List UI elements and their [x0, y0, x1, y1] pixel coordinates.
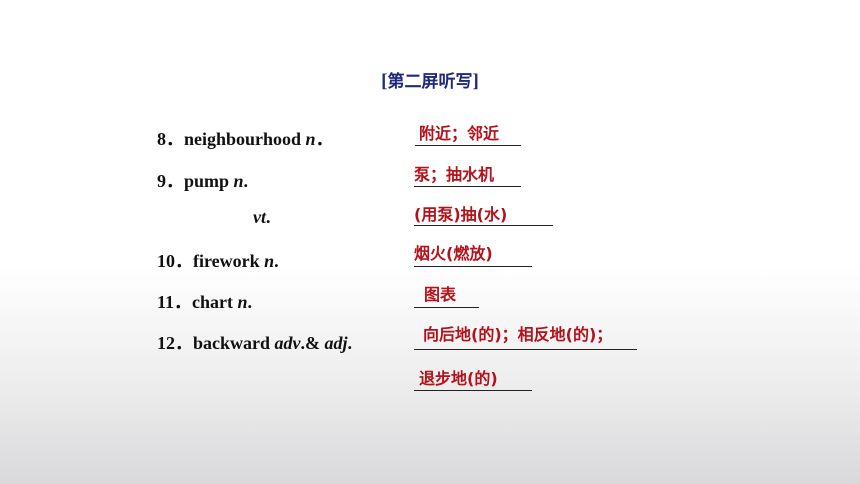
answer-underline [414, 186, 521, 187]
term-tail: . [243, 171, 249, 191]
term-number: 9． [157, 171, 184, 191]
term-pos-2: adj [324, 333, 348, 353]
term-pos: n [305, 129, 316, 149]
term-11: 11．chart n. [157, 288, 252, 314]
term-word: backward [193, 333, 275, 353]
answer-underline [414, 307, 479, 308]
answer-underline [414, 266, 532, 267]
answer-12-line2: 退步地(的) [419, 369, 498, 388]
term-tail: . [247, 292, 253, 312]
term-pos: n [237, 292, 248, 312]
heading-text: 第二屏听写 [387, 72, 473, 92]
answer-underline [415, 145, 521, 146]
answer-underline [414, 390, 532, 391]
answer-12-line1: 向后地(的)；相反地(的)； [423, 325, 613, 344]
term-number: 10． [157, 251, 193, 271]
term-10: 10．firework n. [157, 247, 279, 273]
term-word: chart [192, 292, 238, 312]
answer-underline [414, 349, 637, 350]
answer-11: 图表 [424, 285, 457, 304]
term-word: pump [184, 171, 234, 191]
heading-close-bracket: ] [472, 71, 479, 92]
term-pos: n [233, 171, 244, 191]
answer-10: 烟火(燃放) [414, 244, 493, 263]
term-pos: vt [253, 207, 266, 227]
term-9-vt: vt. [253, 207, 271, 228]
term-9: 9．pump n. [157, 167, 248, 193]
term-8: 8．neighbourhood n． [157, 125, 334, 151]
term-number: 11． [157, 292, 193, 312]
term-tail: ． [315, 129, 334, 149]
term-tail: . [266, 207, 271, 227]
term-number: 8． [157, 129, 184, 149]
term-word: neighbourhood [184, 129, 306, 149]
term-mid: .& [300, 333, 325, 353]
term-pos: n [264, 251, 275, 271]
term-tail: . [274, 251, 279, 271]
term-number: 12． [157, 333, 193, 353]
term-tail: . [347, 333, 353, 353]
answer-8: 附近；邻近 [419, 124, 500, 143]
section-heading: [第二屏听写] [0, 67, 860, 93]
answer-9-verb: (用泵)抽(水) [414, 205, 508, 224]
term-12: 12．backward adv.& adj. [157, 329, 352, 355]
term-word: firework [193, 251, 265, 271]
answer-9-noun: 泵；抽水机 [414, 165, 495, 184]
heading-open-bracket: [ [381, 71, 388, 92]
answer-underline [414, 225, 553, 226]
term-pos: adv [274, 333, 301, 353]
